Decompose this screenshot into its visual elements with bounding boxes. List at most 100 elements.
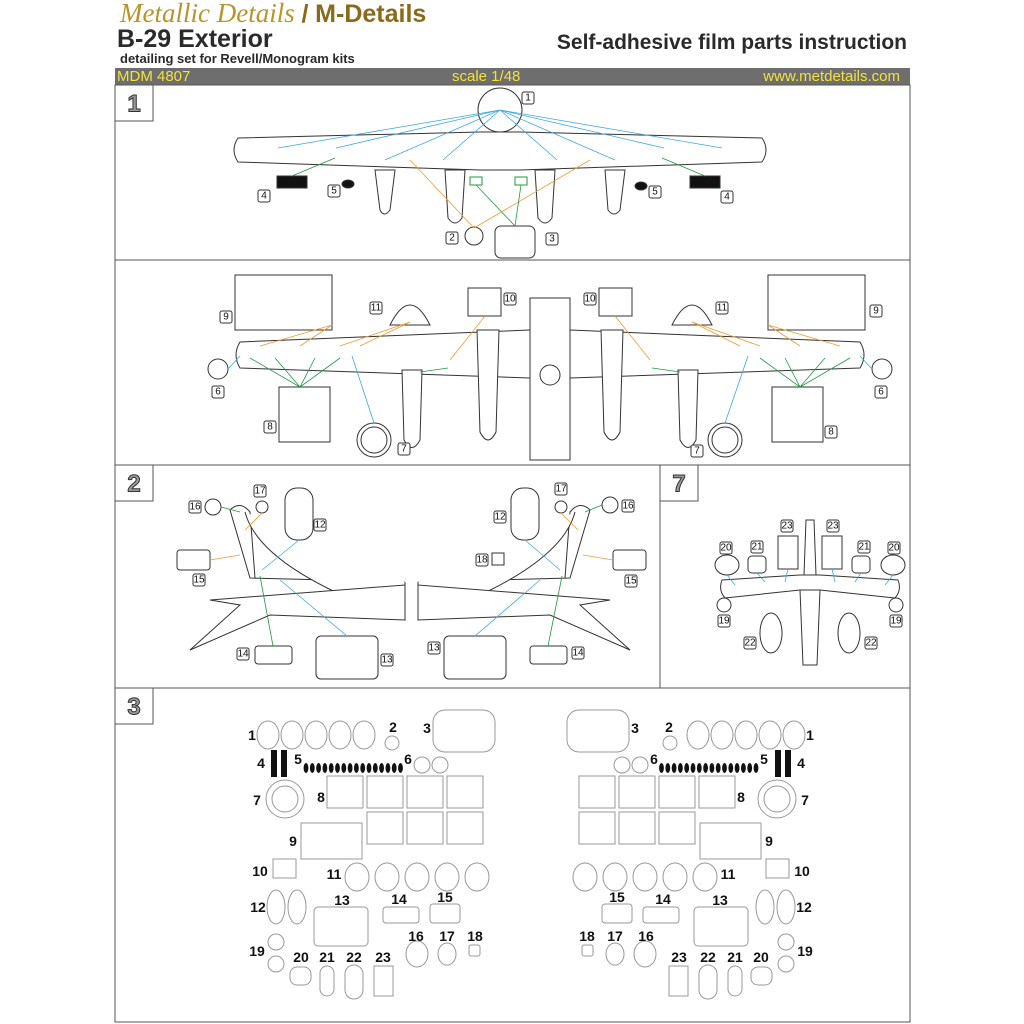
b29-tail-right bbox=[417, 487, 647, 680]
brand-bold: M-Details bbox=[315, 0, 427, 28]
film-part-6 bbox=[413, 756, 431, 774]
film-part-5 bbox=[309, 763, 315, 773]
part-callout: 1 bbox=[521, 91, 535, 105]
film-part-5 bbox=[696, 763, 702, 773]
film-part-5 bbox=[303, 763, 309, 773]
part-callout: 16 bbox=[188, 500, 202, 514]
film-part-12 bbox=[287, 889, 307, 925]
part-number-left: 1 bbox=[248, 727, 256, 743]
part-number-left: 7 bbox=[253, 792, 261, 808]
film-part-11 bbox=[434, 862, 460, 892]
film-part-19 bbox=[777, 933, 795, 951]
part-number-right: 5 bbox=[760, 751, 768, 767]
film-part-5 bbox=[347, 763, 353, 773]
brand-logo: Metallic Details / M-Details bbox=[120, 0, 426, 29]
film-part-5 bbox=[316, 763, 321, 773]
film-part-8 bbox=[698, 775, 736, 809]
film-part-22 bbox=[698, 964, 718, 1000]
brand-separator: / bbox=[301, 0, 309, 28]
part-number-left: 19 bbox=[249, 943, 265, 959]
film-part-5 bbox=[391, 763, 397, 773]
film-part-5 bbox=[671, 763, 677, 773]
film-part-1 bbox=[328, 720, 352, 750]
part-callout: 14 bbox=[571, 646, 585, 660]
film-part-16 bbox=[633, 940, 657, 968]
part-callout: 15 bbox=[192, 573, 206, 587]
film-part-14 bbox=[642, 906, 680, 924]
film-part-1 bbox=[686, 720, 710, 750]
film-part-15 bbox=[429, 903, 461, 924]
part-number: 18 bbox=[476, 555, 488, 566]
part-number-right: 17 bbox=[607, 928, 623, 944]
part-number: 19 bbox=[890, 616, 902, 627]
film-part-13 bbox=[313, 906, 369, 947]
part-number-right: 19 bbox=[797, 943, 813, 959]
film-part-8 bbox=[578, 811, 616, 845]
part-callout: 19 bbox=[717, 614, 731, 628]
part-number-left: 13 bbox=[334, 892, 350, 908]
part-number: 23 bbox=[827, 521, 839, 532]
film-part-1 bbox=[710, 720, 734, 750]
part-callout: 17 bbox=[253, 484, 267, 498]
part-callout: 14 bbox=[236, 647, 250, 661]
part-callout: 13 bbox=[427, 641, 441, 655]
part-number: 4 bbox=[261, 191, 267, 202]
part-callout: 16 bbox=[621, 499, 635, 513]
part-number-right: 18 bbox=[579, 928, 595, 944]
film-part-5 bbox=[722, 763, 727, 773]
green-leader-lines bbox=[220, 504, 603, 647]
step-number-2: 2 bbox=[127, 471, 140, 498]
part-callout: 8 bbox=[263, 420, 277, 434]
film-part-18 bbox=[468, 944, 481, 957]
part-number-left: 18 bbox=[467, 928, 483, 944]
part-number: 6 bbox=[215, 387, 221, 398]
blue-leader-lines bbox=[227, 355, 873, 424]
part-number-left: 23 bbox=[375, 949, 391, 965]
film-part-5 bbox=[690, 763, 696, 773]
website-link[interactable]: www.metdetails.com bbox=[763, 68, 900, 85]
part-callout: 9 bbox=[869, 304, 883, 318]
part-number: 13 bbox=[381, 655, 393, 666]
film-part-23 bbox=[668, 965, 689, 997]
film-part-5 bbox=[709, 763, 715, 773]
part-number-left: 10 bbox=[252, 863, 268, 879]
film-part-5 bbox=[684, 763, 690, 773]
film-part-1 bbox=[304, 720, 328, 750]
part-callout: 20 bbox=[887, 541, 901, 555]
film-part-16 bbox=[405, 940, 429, 968]
film-part-11 bbox=[572, 862, 598, 892]
part-number-right: 10 bbox=[794, 863, 810, 879]
film-part-12 bbox=[266, 889, 286, 925]
film-part-5 bbox=[366, 763, 372, 773]
film-part-1 bbox=[256, 720, 280, 750]
part-number: 1 bbox=[525, 93, 531, 104]
film-part-23 bbox=[373, 965, 394, 997]
film-part-8 bbox=[658, 775, 696, 809]
film-part-1 bbox=[352, 720, 376, 750]
part-number-right: 12 bbox=[796, 899, 812, 915]
part-number: 12 bbox=[314, 520, 326, 531]
part-number-left: 11 bbox=[327, 866, 342, 882]
film-part-14 bbox=[382, 906, 420, 924]
film-part-7 bbox=[271, 785, 299, 813]
film-part-5 bbox=[322, 763, 328, 773]
part-number-left: 4 bbox=[257, 755, 265, 771]
film-part-12 bbox=[776, 889, 796, 925]
film-part-5 bbox=[678, 763, 683, 773]
film-part-20 bbox=[750, 966, 773, 986]
film-part-2 bbox=[662, 735, 678, 751]
page-subtitle: detailing set for Revell/Monogram kits bbox=[120, 51, 355, 66]
film-part-5 bbox=[360, 763, 366, 773]
part-number: 5 bbox=[331, 186, 337, 197]
film-part-1 bbox=[734, 720, 758, 750]
part-number: 21 bbox=[751, 542, 763, 553]
film-part-3 bbox=[432, 709, 496, 753]
part-number: 14 bbox=[572, 648, 584, 659]
film-part-5 bbox=[372, 763, 378, 773]
part-number: 11 bbox=[371, 303, 382, 314]
part-number-left: 17 bbox=[439, 928, 455, 944]
part-number: 6 bbox=[878, 387, 884, 398]
step-number-3: 3 bbox=[127, 694, 140, 721]
film-part-12 bbox=[755, 889, 775, 925]
part-callout: 13 bbox=[380, 653, 394, 667]
